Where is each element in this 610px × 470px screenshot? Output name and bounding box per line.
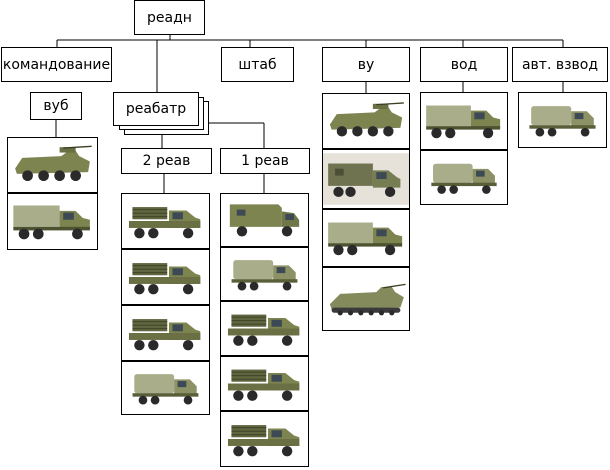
covered-truck-photo xyxy=(220,247,309,301)
grad-photo xyxy=(121,193,210,249)
ural-photo xyxy=(420,92,508,150)
covered-truck-icon xyxy=(431,163,497,194)
node-command: командование xyxy=(1,47,112,82)
grad-launcher-icon xyxy=(128,319,201,351)
node-root: реадн xyxy=(134,0,205,35)
node-vu: ву xyxy=(322,47,410,82)
btr-icon xyxy=(15,145,92,182)
zil-van-icon xyxy=(323,153,409,205)
grad-launcher-icon xyxy=(128,207,201,239)
ural-photo xyxy=(322,209,410,267)
gaz-van-photo xyxy=(220,193,309,247)
covered-truck-icon xyxy=(231,260,298,291)
node-2-reav: 2 реав xyxy=(121,148,212,174)
btr-photo xyxy=(7,137,98,193)
ural-photo xyxy=(7,193,98,250)
grad-photo xyxy=(220,411,309,467)
grad-photo xyxy=(220,356,309,411)
covered-truck-photo xyxy=(518,92,607,148)
ural-truck-icon xyxy=(426,105,501,139)
covered-truck-icon xyxy=(529,106,596,137)
zil-van-photo xyxy=(322,149,410,209)
btr-icon xyxy=(329,102,404,137)
node-vod: вод xyxy=(420,47,508,82)
covered-truck-photo xyxy=(121,361,210,415)
grad-photo xyxy=(121,305,210,361)
bmp-photo xyxy=(322,267,410,331)
node-vub: вуб xyxy=(30,92,82,120)
node-reabatr: реабатр xyxy=(113,92,199,126)
ural-truck-icon xyxy=(13,205,90,240)
grad-launcher-icon xyxy=(227,425,300,457)
node-1-reav: 1 реав xyxy=(220,148,310,174)
bmp-icon xyxy=(329,283,406,316)
node-avt-vzvod: авт. взвод xyxy=(512,47,608,82)
covered-truck-photo xyxy=(420,150,508,205)
ural-truck-icon xyxy=(328,222,403,256)
grad-photo xyxy=(121,249,210,305)
grad-launcher-icon xyxy=(227,314,300,346)
grad-photo xyxy=(220,301,309,356)
grad-launcher-icon xyxy=(227,369,300,401)
gaz-van-icon xyxy=(229,204,300,237)
node-staff: штаб xyxy=(221,47,294,82)
covered-truck-icon xyxy=(132,374,199,405)
btr-photo xyxy=(322,93,410,149)
grad-launcher-icon xyxy=(128,263,201,295)
